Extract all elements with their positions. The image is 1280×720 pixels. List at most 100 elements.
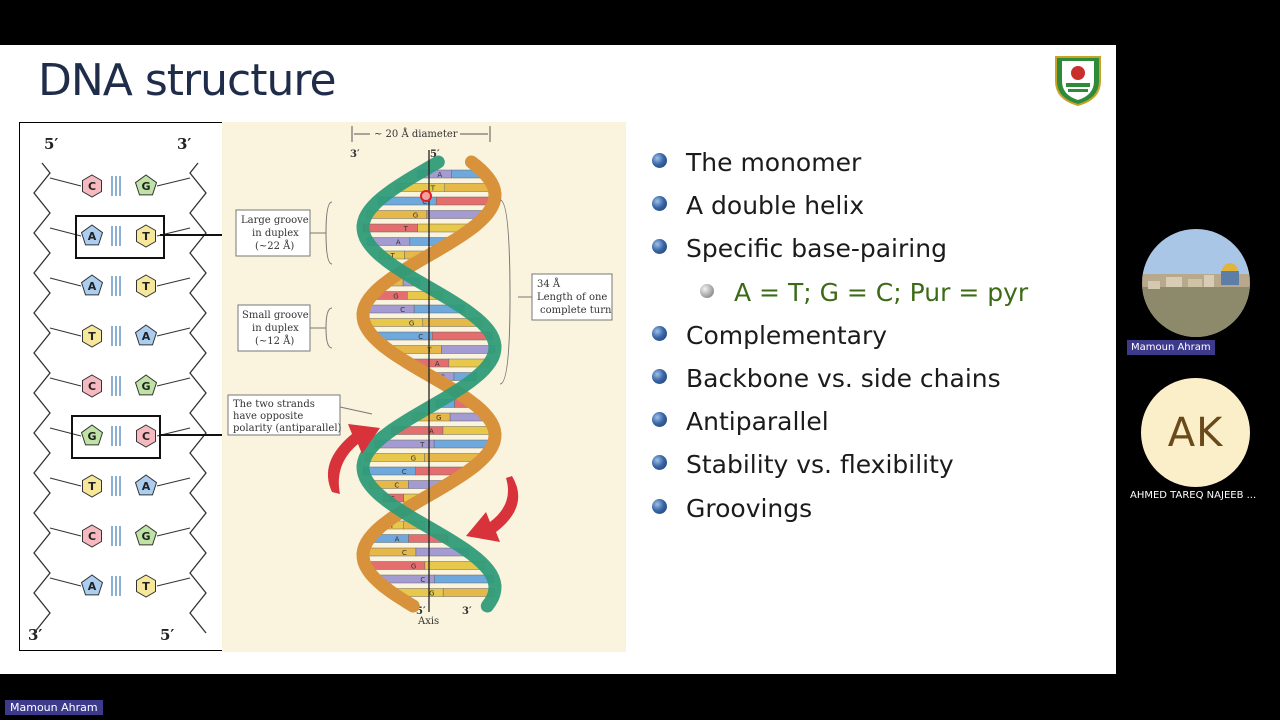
highlight-box	[71, 415, 161, 459]
helix-base-letter: C	[420, 576, 425, 584]
rotation-arrow-icon	[327, 424, 380, 494]
rotation-arrow-icon	[466, 476, 519, 542]
base-letter: A	[88, 580, 97, 593]
participant-video-tile[interactable]	[1142, 229, 1250, 337]
antiparallel-label: polarity (antiparallel)	[233, 423, 342, 434]
base-letter: C	[88, 380, 96, 393]
helix-base-letter: C	[422, 198, 427, 206]
base-letter: A	[142, 480, 151, 493]
pointer-cursor-icon	[420, 190, 432, 202]
bullet-text: Stability vs. flexibility	[686, 450, 954, 480]
antiparallel-label: The two strands	[233, 399, 315, 410]
base-letter: C	[142, 430, 150, 443]
base-letter: G	[87, 430, 96, 443]
helix-base-letter: G	[436, 414, 441, 422]
bullet-point-icon	[652, 498, 667, 514]
strand-end-label: 3′	[28, 626, 43, 644]
sugar-phosphate-backbone	[189, 162, 207, 634]
university-crest-icon	[1055, 56, 1101, 107]
bullet-point-icon	[652, 412, 667, 428]
helix-base-letter: C	[402, 549, 407, 557]
helix-base-letter: A	[435, 360, 440, 368]
bullet-item: Backbone vs. side chains	[650, 357, 1028, 400]
bullet-item: Stability vs. flexibility	[650, 443, 1028, 486]
helix-base-letter: A	[395, 536, 400, 544]
helix-base-letter: G	[429, 590, 434, 598]
turn-length-label: 34 Å	[537, 278, 561, 290]
bullet-text: A double helix	[686, 191, 865, 221]
bullet-item: Groovings	[650, 487, 1028, 530]
base-letter: A	[88, 280, 97, 293]
base-letter: C	[88, 180, 96, 193]
large-groove-label: (~22 Å)	[255, 240, 294, 252]
bullet-text: Complementary	[686, 320, 888, 350]
small-groove-label: Small groove	[242, 310, 309, 321]
bullet-point-icon	[652, 153, 667, 168]
small-groove-label: in duplex	[252, 323, 299, 334]
base-letter: T	[142, 280, 150, 293]
bullet-point-icon	[652, 196, 667, 212]
double-helix-figure: ~ 20 Å diameter 3′ 5′ 5′ 3′ ATCGTATGCGCT…	[222, 122, 626, 652]
bullet-item: Specific base-pairing	[650, 227, 1028, 270]
base-letter: G	[141, 380, 150, 393]
helix-end-label: 5′	[416, 606, 426, 617]
participant-avatar[interactable]: AK	[1141, 378, 1250, 487]
bullet-point-icon	[652, 325, 667, 341]
active-speaker-name-tag: Mamoun Ahram	[5, 700, 103, 715]
helix-base-letter: G	[411, 455, 416, 463]
large-groove-label: in duplex	[252, 228, 299, 239]
helix-base-letter: G	[413, 212, 418, 220]
turn-length-label: complete turn	[540, 305, 612, 316]
bullet-point-icon	[700, 283, 714, 298]
helix-base-letter: C	[394, 482, 399, 490]
helix-base-letter: T	[403, 225, 409, 233]
helix-base-letter: C	[402, 468, 407, 476]
bullet-text: Groovings	[686, 493, 813, 523]
backbone-strand-green	[356, 155, 502, 613]
bullet-text: The monomer	[686, 148, 862, 177]
base-letter: C	[88, 530, 96, 543]
sugar-phosphate-backbone	[33, 162, 51, 634]
bullet-item: Complementary	[650, 314, 1028, 357]
helix-base-letter: A	[429, 428, 434, 436]
base-letter: T	[142, 580, 150, 593]
bullet-point-icon	[652, 368, 667, 384]
bullet-item: A double helix	[650, 184, 1028, 227]
helix-base-letter: G	[411, 563, 416, 571]
strand-end-label: 5′	[44, 135, 59, 153]
helix-base-letter: C	[400, 306, 405, 314]
backbone-strand-orange	[356, 155, 502, 613]
diameter-label: ~ 20 Å diameter	[374, 128, 458, 140]
large-groove-label: Large groove	[241, 215, 309, 226]
bullet-item: The monomer	[650, 141, 1028, 184]
base-letter: T	[142, 230, 150, 243]
participant-name: AHMED TAREQ NAJEEB ...	[1130, 490, 1257, 501]
helix-end-label: 3′	[462, 606, 472, 617]
antiparallel-label: have opposite	[233, 411, 303, 422]
city-photo-icon	[1142, 229, 1250, 337]
helix-base-letter: A	[396, 239, 401, 247]
base-letter: G	[141, 530, 150, 543]
helix-base-letter: T	[419, 441, 425, 449]
base-letter: A	[142, 330, 151, 343]
strand-end-label: 3′	[177, 135, 192, 153]
helix-base-letter: C	[418, 333, 423, 341]
helix-base-letter: T	[430, 185, 436, 193]
bullet-point-icon	[652, 455, 667, 471]
bullet-item: Antiparallel	[650, 400, 1028, 443]
helix-graphic: ~ 20 Å diameter 3′ 5′ 5′ 3′ ATCGTATGCGCT…	[227, 126, 613, 627]
base-letter: A	[88, 230, 97, 243]
helix-end-label: 5′	[430, 149, 440, 160]
participant-name-tag: Mamoun Ahram	[1127, 340, 1215, 355]
base-letter: G	[141, 180, 150, 193]
helix-end-label: 3′	[350, 149, 360, 160]
